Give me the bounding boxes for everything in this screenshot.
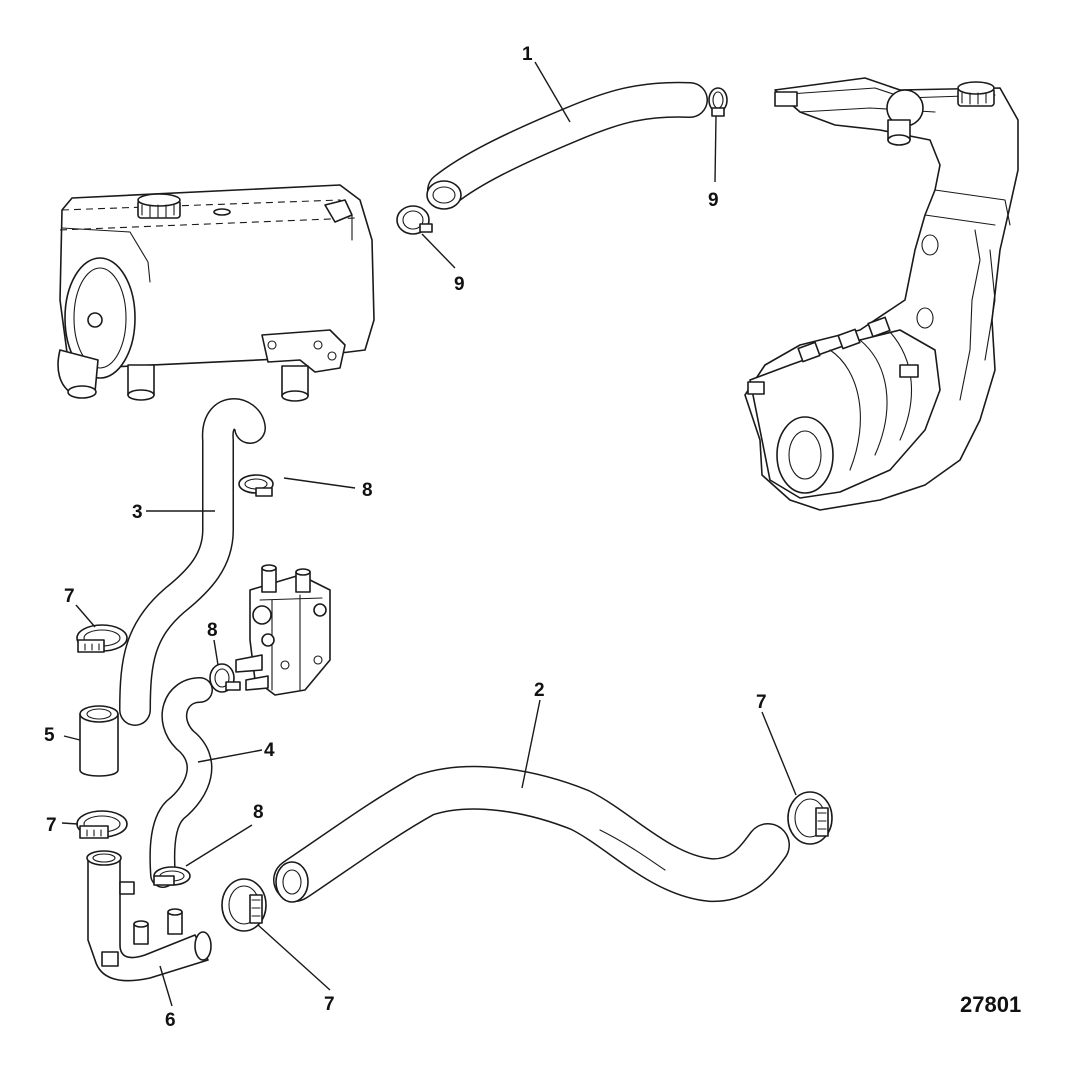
callout-8-middle: 8: [207, 620, 218, 641]
callout-6: 6: [165, 1010, 176, 1031]
callout-2: 2: [534, 680, 545, 701]
clamp-8-upper: [238, 474, 274, 497]
clamp-7-lower-left: [76, 810, 128, 839]
figure-number: 27801: [960, 992, 1021, 1017]
fitting-6: [86, 850, 212, 982]
callout-9-lower: 9: [454, 274, 465, 295]
callout-7-middle: 7: [324, 994, 335, 1015]
callout-5: 5: [44, 725, 55, 746]
hose-2: [273, 765, 790, 903]
clamp-7-middle: [221, 878, 267, 932]
sleeve-5: [79, 705, 119, 777]
hose-4: [149, 677, 213, 888]
callout-7-upper-left: 7: [64, 586, 75, 607]
clamp-8-lower: [153, 866, 191, 886]
callout-3: 3: [132, 502, 143, 523]
callout-8-lower: 8: [253, 802, 264, 823]
heat-exchanger: [57, 184, 375, 402]
clamp-9-lower: [396, 205, 433, 235]
thermostat-valve-assembly: [235, 564, 331, 696]
callout-labels: 1 2 3 4 5 6 7 7 7 7 8 8 8 9 9 27801: [44, 44, 1021, 1031]
callout-8-upper: 8: [362, 480, 373, 501]
callout-9-upper: 9: [708, 190, 719, 211]
clamp-7-upper-left: [76, 624, 128, 653]
hose-3: [119, 398, 266, 726]
callout-7-right: 7: [756, 692, 767, 713]
clamp-7-right: [787, 791, 833, 845]
callout-4: 4: [264, 740, 275, 761]
callout-7-lower-left: 7: [46, 815, 57, 836]
exhaust-manifold: [744, 77, 1019, 511]
hose-1: [426, 81, 708, 210]
leader-lines: [61, 61, 797, 1007]
clamp-8-middle: [209, 663, 241, 693]
clamp-9-upper: [708, 87, 728, 117]
callout-1: 1: [522, 44, 533, 65]
